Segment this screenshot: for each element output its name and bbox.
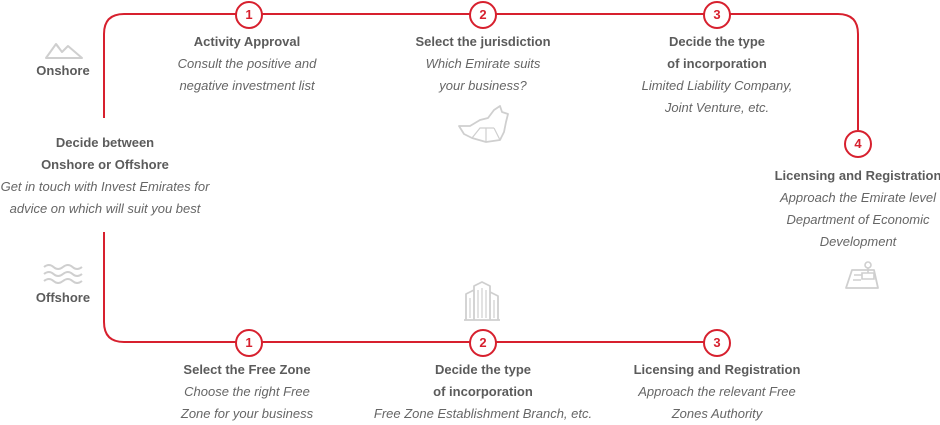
offshore-step-2-badge: 2 [469, 329, 497, 357]
onshore-step-4: Licensing and Registration Approach the … [766, 165, 940, 253]
onshore-step-1-desc-line1: Consult the positive and [177, 56, 317, 71]
onshore-step-3-title-line1: Decide the type [668, 34, 766, 49]
mountain-icon [45, 43, 83, 59]
offshore-step-3-desc-line1: Approach the relevant Free [638, 384, 796, 399]
decision-desc-line1: Get in touch with Invest Emirates for [0, 179, 210, 194]
onshore-step-3-badge: 3 [703, 1, 731, 29]
onshore-step-4-badge: 4 [844, 130, 872, 158]
onshore-step-4-desc-line1: Approach the Emirate level [779, 190, 937, 205]
onshore-step-2-desc-line1: Which Emirate suits [425, 56, 541, 71]
onshore-step-2: Select the jurisdiction Which Emirate su… [383, 31, 583, 97]
offshore-step-3-title: Licensing and Registration [633, 362, 801, 377]
onshore-step-2-title: Select the jurisdiction [415, 34, 551, 49]
offshore-step-3-badge: 3 [703, 329, 731, 357]
offshore-step-1-title: Select the Free Zone [183, 362, 311, 377]
decision-title-line2: Onshore or Offshore [41, 157, 169, 172]
onshore-step-4-desc-line3: Development [819, 234, 897, 249]
onshore-step-3-desc-line1: Limited Liability Company, [641, 78, 793, 93]
building-icon [464, 281, 500, 321]
onshore-label: Onshore [36, 63, 90, 78]
onshore-step-3-title-line2: of incorporation [667, 56, 767, 71]
onshore-step-1-badge: 1 [235, 1, 263, 29]
onshore-step-3: Decide the type of incorporation Limited… [617, 31, 817, 119]
decision-title-line1: Decide between [55, 135, 155, 150]
uae-map-icon [458, 105, 509, 143]
offshore-step-2-title-line2: of incorporation [433, 384, 533, 399]
onshore-step-2-desc-line2: your business? [439, 78, 527, 93]
onshore-step-2-badge: 2 [469, 1, 497, 29]
onshore-step-1-title: Activity Approval [193, 34, 301, 49]
onshore-step-1-desc-line2: negative investment list [179, 78, 315, 93]
onshore-step-4-title: Licensing and Registration [774, 168, 940, 183]
onshore-step-1: Activity Approval Consult the positive a… [147, 31, 347, 97]
onshore-step-3-desc-line2: Joint Venture, etc. [664, 100, 770, 115]
decision-desc-line2: advice on which will suit you best [9, 201, 201, 216]
offshore-flow-line [103, 232, 712, 343]
waves-icon [43, 264, 83, 284]
offshore-label: Offshore [35, 290, 91, 305]
offshore-step-2-title-line1: Decide the type [434, 362, 532, 377]
offshore-step-1-desc-line1: Choose the right Free [184, 384, 310, 399]
offshore-step-3: Licensing and Registration Approach the … [617, 359, 817, 425]
offshore-step-2-desc-line1: Free Zone Establishment Branch, etc. [373, 406, 593, 421]
offshore-step-1: Select the Free Zone Choose the right Fr… [147, 359, 347, 425]
offshore-step-1-desc-line2: Zone for your business [180, 406, 314, 421]
decision-block: Decide between Onshore or Offshore Get i… [0, 132, 210, 220]
offshore-step-1-badge: 1 [235, 329, 263, 357]
offshore-step-2: Decide the type of incorporation Free Zo… [363, 359, 603, 425]
license-stamp-icon [845, 261, 879, 289]
onshore-step-4-desc-line2: Department of Economic [786, 212, 930, 227]
offshore-step-3-desc-line2: Zones Authority [671, 406, 763, 421]
